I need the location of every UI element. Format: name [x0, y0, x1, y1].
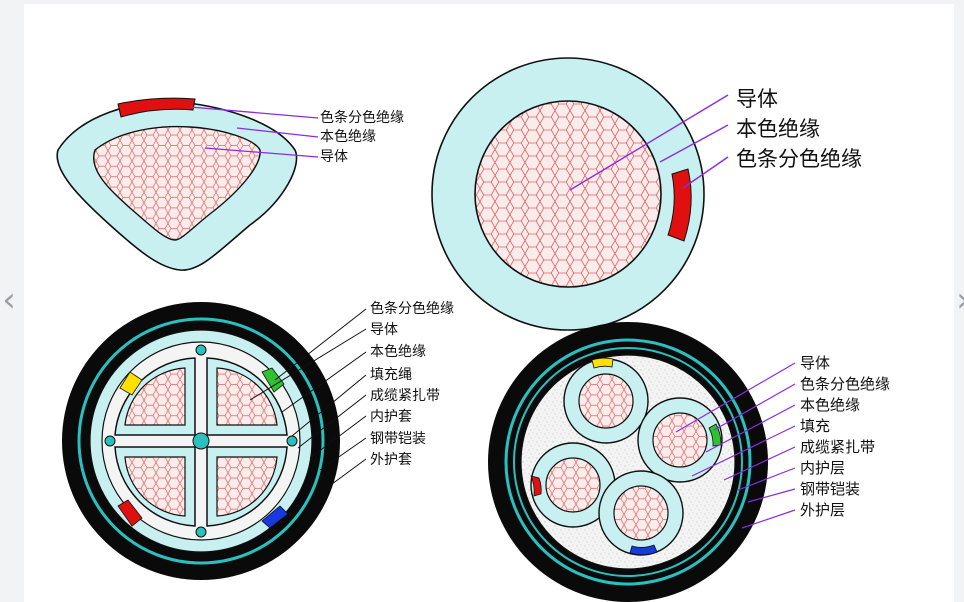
round-label-stripe: 色条分色绝缘	[736, 147, 862, 171]
round-label-plain-insulation: 本色绝缘	[736, 117, 820, 141]
leader-line	[274, 308, 367, 381]
filler-cord	[195, 344, 207, 356]
leader-line	[747, 488, 796, 503]
leader-line	[204, 147, 319, 158]
leader-line	[569, 94, 729, 191]
four-round-label-steel-armor: 钢带铠装	[800, 480, 860, 498]
sector-label-conductor: 导体	[320, 149, 348, 165]
leader-line	[713, 383, 796, 431]
sector-label-plain-insulation: 本色绝缘	[320, 128, 376, 145]
filler-cord	[192, 432, 210, 450]
inner-sheath	[513, 347, 743, 577]
four-sector-label-outer-sheath: 外护套	[370, 452, 412, 468]
leader-line	[291, 374, 367, 437]
four-round-label-inner-layer: 内护层	[800, 459, 845, 477]
sector-core-diagram: 色条分色绝缘 本色绝缘 导体	[56, 97, 404, 271]
four-round-label-conductor: 导体	[800, 354, 830, 372]
leader-line	[737, 467, 796, 491]
four-round-label-filler: 填充	[800, 417, 830, 435]
leader-line	[281, 351, 367, 413]
filler-cord	[286, 435, 298, 447]
core-bottom-right	[206, 446, 289, 529]
chevron-right-icon[interactable]: ›	[948, 270, 964, 330]
core-top-left	[114, 357, 196, 436]
round-core-right	[637, 397, 723, 483]
round-conductor	[474, 100, 662, 288]
four-core-round-cable-diagram: 导体 色条分色绝缘 本色绝缘 填充 成缆紧扎带 内护层 钢带铠装 外护层	[488, 322, 890, 602]
round-label-conductor: 导体	[736, 87, 778, 111]
four-round-label-binding-tape: 成缆紧扎带	[800, 438, 875, 456]
leader-line	[682, 156, 729, 189]
four-core-sector-cable-diagram: 色条分色绝缘 导体 本色绝缘 填充绳 成缆紧扎带 内护套 钢带铠装 外护套	[62, 300, 454, 580]
sector-conductor	[93, 125, 261, 241]
four-sector-label-filler-cord: 填充绳	[370, 367, 412, 383]
steel-tape-armor	[504, 338, 752, 586]
leader-line	[705, 404, 796, 453]
chevron-left-icon[interactable]: ‹	[2, 280, 16, 320]
leader-line	[741, 509, 796, 529]
leader-line	[723, 446, 796, 481]
round-core-bottom	[598, 470, 684, 556]
four-round-label-stripe: 色条分色绝缘	[800, 375, 890, 393]
leader-line	[249, 328, 367, 401]
leader-line	[331, 458, 367, 485]
four-sector-label-plain-insulation: 本色绝缘	[370, 343, 426, 360]
four-sector-label-steel-armor: 钢带铠装	[370, 431, 426, 447]
sector-label-stripe: 色条分色绝缘	[320, 109, 404, 126]
four-round-label-outer-layer: 外护层	[800, 501, 845, 519]
leader-line	[319, 437, 367, 471]
round-core-top	[563, 357, 649, 444]
round-core-left	[530, 442, 616, 528]
filler-cord	[104, 435, 116, 447]
four-sector-label-stripe: 色条分色绝缘	[370, 300, 454, 317]
leader-line	[297, 394, 367, 449]
leader-line	[675, 362, 796, 433]
sector-color-stripe	[117, 97, 196, 118]
steel-tape-armor	[77, 317, 325, 565]
round-core-diagram: 导体 本色绝缘 色条分色绝缘	[431, 57, 862, 331]
leader-line	[189, 106, 319, 119]
four-sector-label-inner-sheath: 内护套	[370, 409, 412, 425]
leader-line	[691, 425, 796, 477]
four-sector-label-binding-tape: 成缆紧扎带	[370, 388, 440, 404]
leader-line	[236, 127, 319, 138]
four-sector-label-conductor: 导体	[370, 322, 398, 338]
four-round-label-plain-insulation: 本色绝缘	[800, 396, 860, 414]
core-top-right	[206, 357, 288, 436]
leader-line	[659, 124, 729, 163]
leader-line	[309, 415, 367, 459]
filler-cord	[195, 526, 207, 538]
core-bottom-left	[114, 446, 196, 527]
